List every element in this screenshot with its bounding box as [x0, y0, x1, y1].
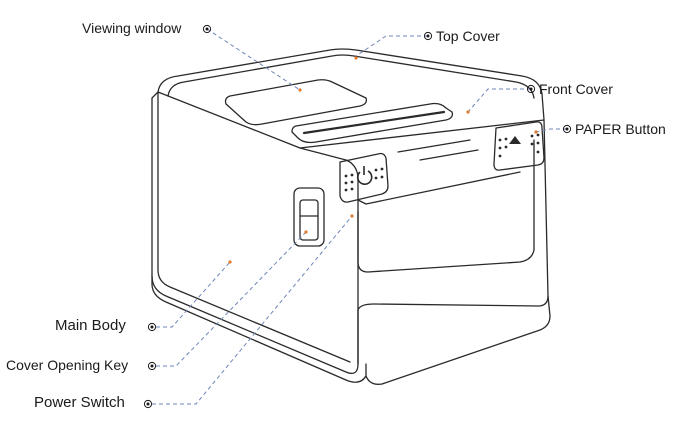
leader-paper-button	[535, 128, 567, 133]
power-icon	[356, 166, 373, 185]
label-front-cover: Front Cover	[539, 81, 613, 97]
leader-power-switch	[152, 215, 353, 405]
leader-main-body	[156, 261, 231, 328]
label-bullets	[143, 24, 572, 409]
tear-bar-line	[397, 139, 471, 153]
leader-front-cover	[467, 88, 531, 113]
label-top-cover: Top Cover	[436, 28, 500, 44]
paper-button-pad	[493, 121, 545, 171]
label-paper-button: PAPER Button	[575, 121, 666, 137]
label-cover-opening-key: Cover Opening Key	[6, 357, 129, 373]
label-main-body: Main Body	[55, 317, 126, 334]
viewing-window-shape	[224, 79, 368, 126]
cover-opening-key-shape	[293, 187, 325, 247]
leader-viewing-window	[206, 28, 301, 91]
label-power-switch: Power Switch	[34, 394, 125, 411]
leader-top-cover	[355, 35, 428, 57]
paper-slot-line	[302, 110, 446, 135]
power-button-pad	[339, 152, 389, 203]
top-cover-outline	[157, 48, 545, 149]
main-body-outline	[151, 91, 359, 375]
label-viewing-window: Viewing window	[82, 20, 182, 36]
body-right-side	[357, 119, 549, 365]
paper-feed-icon	[509, 136, 521, 144]
front-cover-outline	[299, 139, 535, 273]
paper-outlet	[291, 102, 454, 144]
